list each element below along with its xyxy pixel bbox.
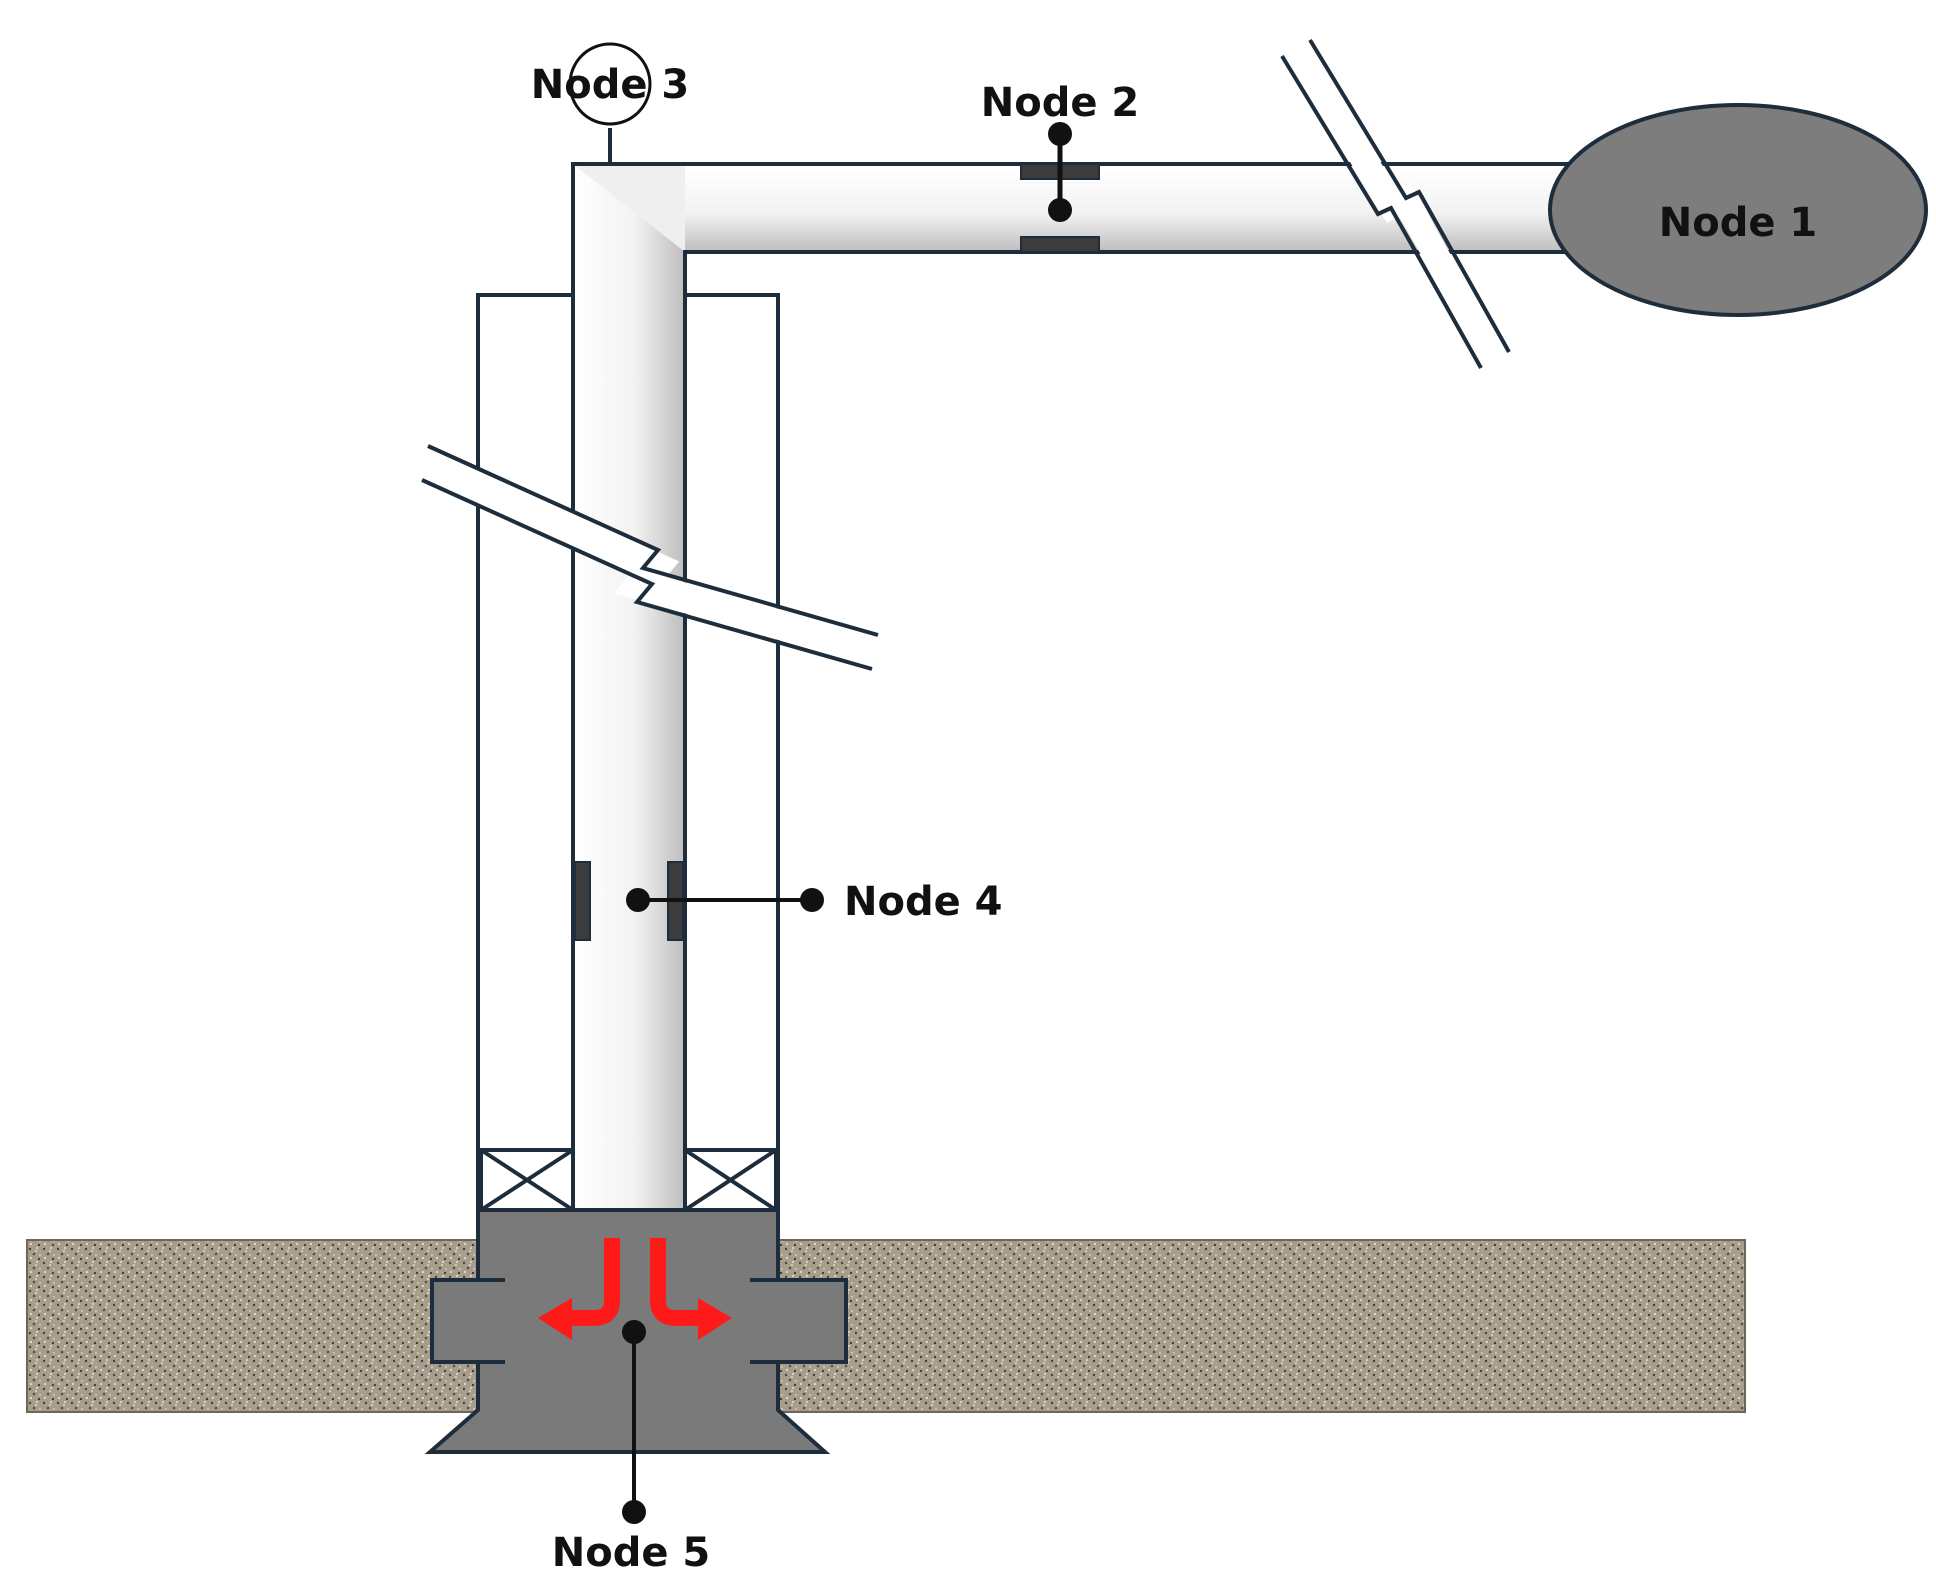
elbow-shade	[573, 164, 685, 252]
ground-layer	[26, 1239, 1746, 1413]
node2-sensor-bottom	[1048, 198, 1072, 222]
node2-label: Node 2	[981, 80, 1139, 126]
node4-sensor-inner	[626, 888, 650, 912]
vertical-pipe-break	[418, 444, 880, 671]
node1-vessel	[1548, 103, 1928, 317]
node4-sensor-outer	[800, 888, 824, 912]
vertical-pipe	[573, 164, 685, 1210]
node4-label: Node 4	[844, 879, 1002, 925]
node2-sensor-top	[1048, 122, 1072, 146]
right-packer	[683, 1148, 778, 1212]
chamber-upper	[480, 1212, 776, 1278]
node1-label: Node 1	[1659, 200, 1817, 246]
red-flow-arrows	[538, 1238, 732, 1340]
node5-sensor-top	[622, 1320, 646, 1344]
node5-label: Node 5	[552, 1530, 710, 1576]
pipe-inner-outline	[683, 250, 1593, 1210]
node3-label: Node 3	[531, 62, 689, 108]
node5-sensor-bottom	[622, 1500, 646, 1524]
horizontal-pipe-break	[1280, 38, 1511, 369]
node3-gauge-icon	[568, 42, 652, 126]
left-packer	[479, 1148, 575, 1212]
pipe-outline	[571, 162, 1593, 1210]
